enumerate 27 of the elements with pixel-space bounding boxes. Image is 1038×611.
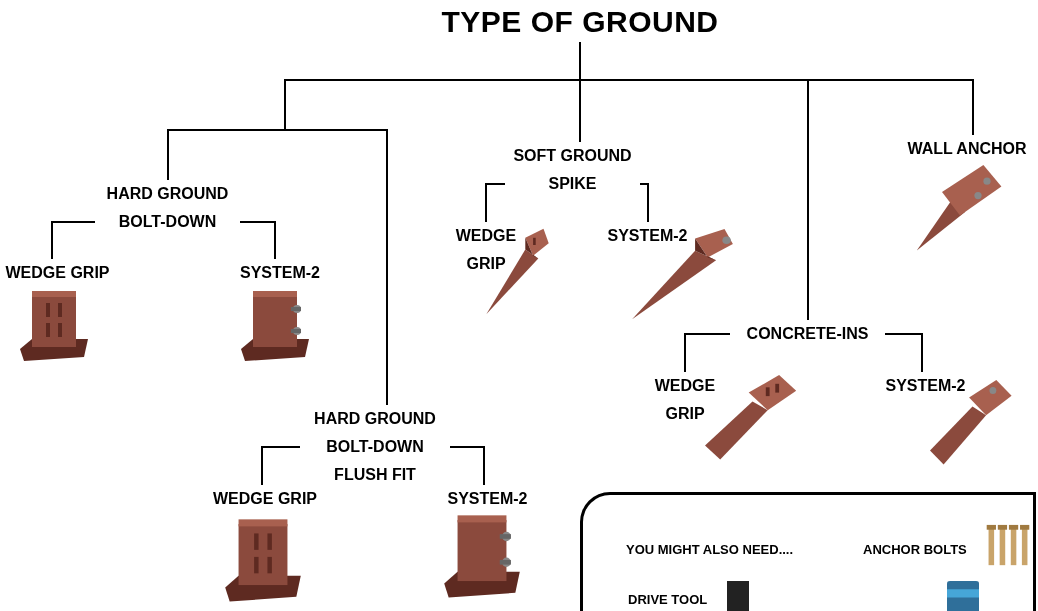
- category-label: HARD GROUND BOLT-DOWN FLUSH FIT: [313, 409, 437, 485]
- root-label: TYPE OF GROUND: [441, 4, 719, 40]
- connector-line: [51, 221, 96, 260]
- category-label: HARD GROUND BOLT-DOWN: [105, 184, 230, 232]
- connector-line: [261, 446, 301, 486]
- info-panel: [580, 492, 1036, 611]
- product-label: SYSTEM-2: [606, 226, 689, 246]
- product-label: SYSTEM-2: [447, 489, 528, 509]
- connector-line: [579, 41, 974, 136]
- panel-heading: YOU MIGHT ALSO NEED....: [626, 541, 794, 559]
- connector-line: [449, 446, 485, 486]
- product-label: SYSTEM-2: [240, 263, 320, 283]
- product-label: WEDGE GRIP: [454, 226, 518, 274]
- category-label: CONCRETE-INS: [746, 324, 869, 344]
- item-label: ANCHOR BOLTS: [863, 541, 967, 559]
- connector-line: [485, 183, 506, 223]
- product-label: WEDGE GRIP: [213, 489, 317, 509]
- connector-line: [884, 333, 923, 373]
- connector-line: [639, 183, 649, 223]
- product-label: SYSTEM-2: [884, 376, 967, 396]
- product-label: WEDGE GRIP: [5, 263, 110, 283]
- product-label: WEDGE GRIP: [653, 376, 717, 424]
- product-label: WALL ANCHOR: [907, 139, 1027, 159]
- category-label: SOFT GROUND SPIKE: [512, 146, 633, 194]
- item-label: DRIVE TOOL: [628, 591, 708, 609]
- connector-line: [684, 333, 731, 373]
- connector-line: [239, 221, 276, 260]
